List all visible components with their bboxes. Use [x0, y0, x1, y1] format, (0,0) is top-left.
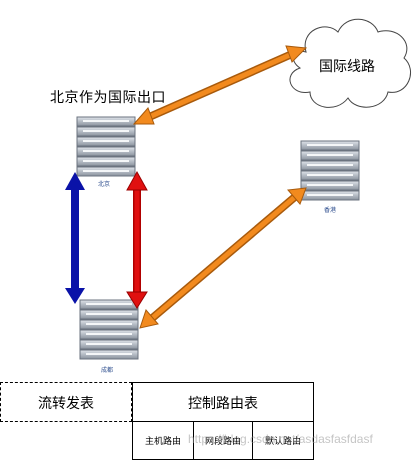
- cloud-shape: [289, 18, 412, 108]
- host-route-label: 主机路由: [144, 437, 181, 447]
- control-table-box: 控制路由表: [132, 382, 314, 422]
- watermark-text: https://blog.csdn.net/asdasfasfdasf: [188, 432, 373, 446]
- chengdu-label: 成都: [101, 367, 114, 374]
- hongkong-chengdu-arrow: [139, 187, 307, 329]
- beijing-label: 北京: [98, 181, 111, 188]
- hongkong-label: 香港: [324, 207, 337, 214]
- default-route-cell: 默认路由: [252, 421, 314, 460]
- control-table-label: 控制路由表: [188, 396, 258, 412]
- host-route-cell: 主机路由: [132, 421, 194, 460]
- cloud-label: 国际线路: [319, 59, 375, 75]
- beijing-cloud-arrow: [132, 45, 308, 125]
- flow-table-box: 流转发表: [0, 382, 132, 422]
- beijing-title: 北京作为国际出口: [50, 90, 166, 106]
- beijing-server-icon: [76, 116, 136, 177]
- default-route-label: 默认路由: [264, 437, 301, 447]
- network-route-cell: 网段路由: [193, 421, 253, 460]
- hongkong-server-icon: [300, 140, 360, 201]
- network-route-label: 网段路由: [204, 437, 241, 447]
- beijing-chengdu-blue-arrow: [65, 172, 85, 304]
- flow-table-label: 流转发表: [38, 396, 94, 412]
- beijing-chengdu-red-arrow: [126, 170, 148, 309]
- chengdu-server-icon: [79, 299, 139, 360]
